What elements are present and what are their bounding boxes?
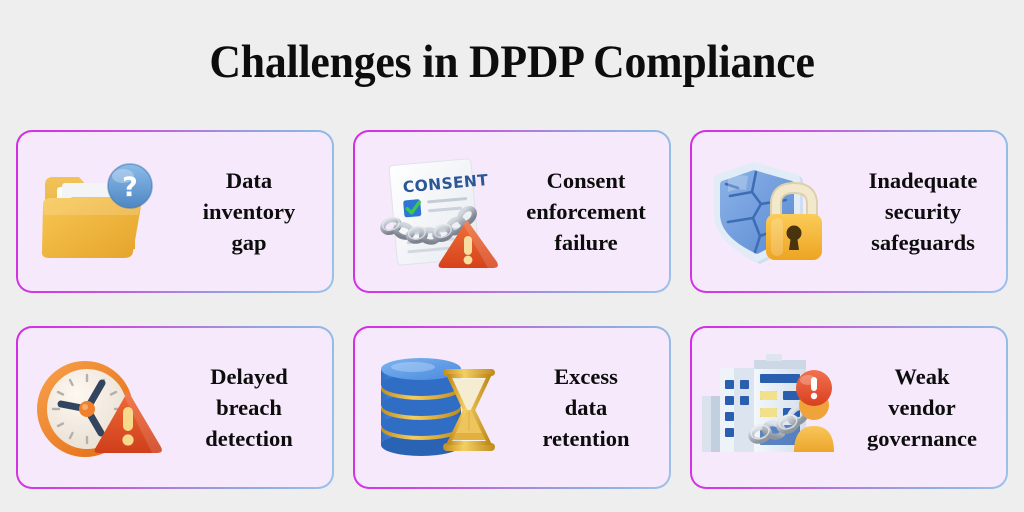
- card-inner: Inadequate security safeguards: [692, 132, 1006, 291]
- page-title: Challenges in DPDP Compliance: [209, 36, 815, 88]
- svg-text:?: ?: [122, 172, 138, 203]
- challenge-card-weak-vendor-governance[interactable]: Weak vendor governance: [690, 326, 1008, 489]
- card-inner: Delayed breach detection: [18, 328, 332, 487]
- challenge-label: Excess data retention: [542, 363, 630, 452]
- database-hourglass-icon: [361, 343, 511, 473]
- clock-warning-icon: [24, 343, 174, 473]
- challenge-label: Weak vendor governance: [867, 363, 977, 452]
- card-inner: Weak vendor governance: [692, 328, 1006, 487]
- challenge-label: Inadequate security safeguards: [868, 167, 978, 256]
- challenge-card-grid: ? Data inventory gap: [16, 130, 1008, 495]
- folder-question-icon: ?: [24, 147, 174, 277]
- challenge-card-consent-enforcement-failure[interactable]: CONSENT: [353, 130, 671, 293]
- card-inner: CONSENT: [355, 132, 669, 291]
- challenge-card-excess-data-retention[interactable]: Excess data retention: [353, 326, 671, 489]
- cracked-shield-padlock-icon: [698, 147, 848, 277]
- challenge-label: Delayed breach detection: [205, 363, 293, 452]
- challenge-card-data-inventory-gap[interactable]: ? Data inventory gap: [16, 130, 334, 293]
- challenge-card-inadequate-security-safeguards[interactable]: Inadequate security safeguards: [690, 130, 1008, 293]
- challenge-card-delayed-breach-detection[interactable]: Delayed breach detection: [16, 326, 334, 489]
- chained-consent-document-icon: CONSENT: [361, 147, 511, 277]
- card-inner: ? Data inventory gap: [18, 132, 332, 291]
- challenge-label: Data inventory gap: [202, 167, 296, 256]
- challenge-label: Consent enforcement failure: [526, 167, 646, 256]
- building-chain-person-alert-icon: [698, 343, 840, 473]
- card-inner: Excess data retention: [355, 328, 669, 487]
